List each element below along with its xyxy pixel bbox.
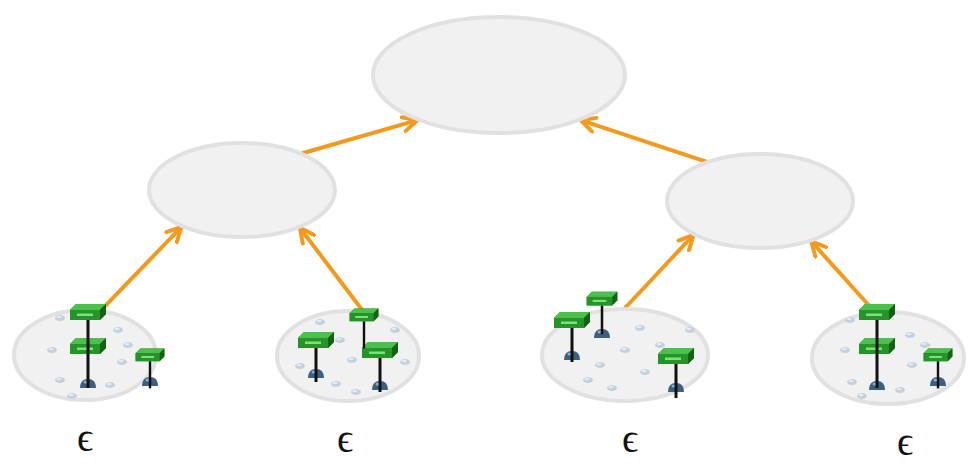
ellipse-outline <box>147 141 337 239</box>
arrow-connector <box>300 228 363 311</box>
epsilon-label: ϵ <box>12 418 158 458</box>
arrow-connector <box>101 227 181 310</box>
ellipse-outline <box>12 308 158 402</box>
ellipse-outline <box>275 309 421 403</box>
ellipse-node: ϵ <box>12 308 158 402</box>
ellipse-shape <box>277 311 419 401</box>
arrow-connector <box>811 241 874 311</box>
ellipse-outline <box>371 15 627 135</box>
ellipse-outline <box>810 310 966 406</box>
ellipse-shape <box>667 154 853 248</box>
ellipse-node: ϵ <box>810 310 966 406</box>
ellipse-node <box>665 152 855 250</box>
ellipse-node: ϵ <box>275 309 421 403</box>
ellipse-node <box>147 141 337 239</box>
ellipse-shape <box>373 17 625 133</box>
ellipse-node <box>371 15 627 135</box>
sensor-icons <box>70 292 952 398</box>
ellipse-shape <box>812 312 964 404</box>
ellipse-node: ϵ <box>540 307 710 403</box>
epsilon-label: ϵ <box>272 419 418 459</box>
ellipse-outline <box>665 152 855 250</box>
pebble-texture <box>47 315 930 399</box>
ellipse-shape <box>149 143 335 237</box>
arrow-connector <box>625 235 694 308</box>
epsilon-label: ϵ <box>827 422 970 462</box>
ellipse-shape <box>542 309 708 401</box>
epsilon-label: ϵ <box>545 419 715 459</box>
arrow-connector <box>302 120 417 153</box>
arrow-connector <box>581 120 706 161</box>
ellipse-outline <box>540 307 710 403</box>
ellipse-shape <box>14 310 156 400</box>
